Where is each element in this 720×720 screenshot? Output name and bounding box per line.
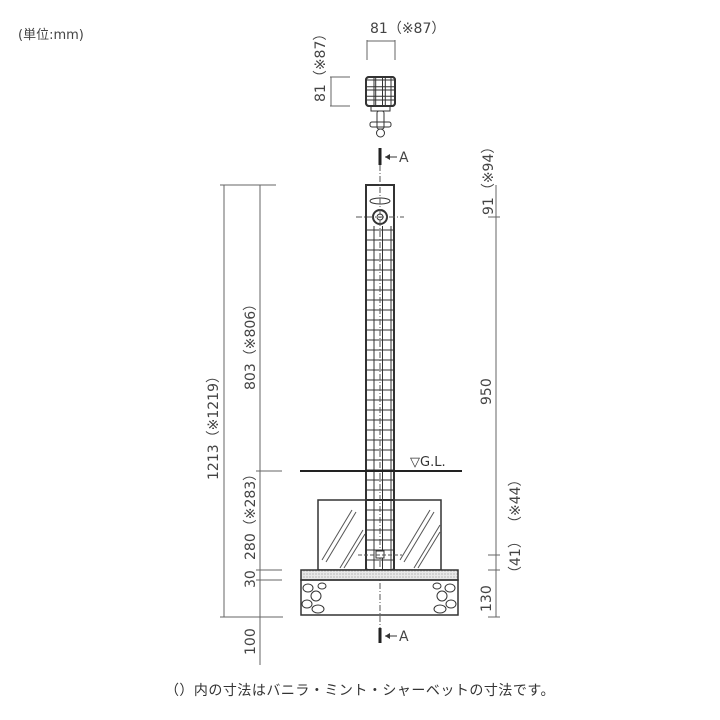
section-marker-top: A [378,148,409,166]
section-label-top: A [399,150,409,166]
dim-above-ground: 803（※806） [243,297,259,390]
dim-sand: 30 [243,570,259,588]
dim-gravel: 100 [243,628,259,655]
dim-below-ground: 280（※283） [243,467,259,560]
dim-post-span: 950 [479,378,495,405]
ground-level-label: ▽G.L. [410,455,446,470]
right-dimensions [488,185,500,618]
section-marker-bottom: A [378,628,409,645]
foundation [300,499,459,616]
top-view: 81（※87） 81（※87） [313,21,445,138]
dim-base: 130 [479,585,495,612]
footnote: （）内の寸法はバニラ・ミント・シャーベットの寸法です。 [164,683,556,699]
section-label-bottom: A [399,629,409,645]
left-dimensions [220,184,283,665]
dim-top-spout: 91（※94） [481,140,497,215]
top-width-label: 81（※87） [370,21,445,37]
ground-level: ▽G.L. [300,455,462,472]
dim-bottom-offset-a: （41） [508,534,524,580]
dim-bottom-offset-b: （※44） [508,472,524,530]
top-depth-label: 81（※87） [313,27,329,102]
dim-total: 1213（※1219） [206,369,222,480]
unit-label: (単位:mm) [18,28,84,43]
